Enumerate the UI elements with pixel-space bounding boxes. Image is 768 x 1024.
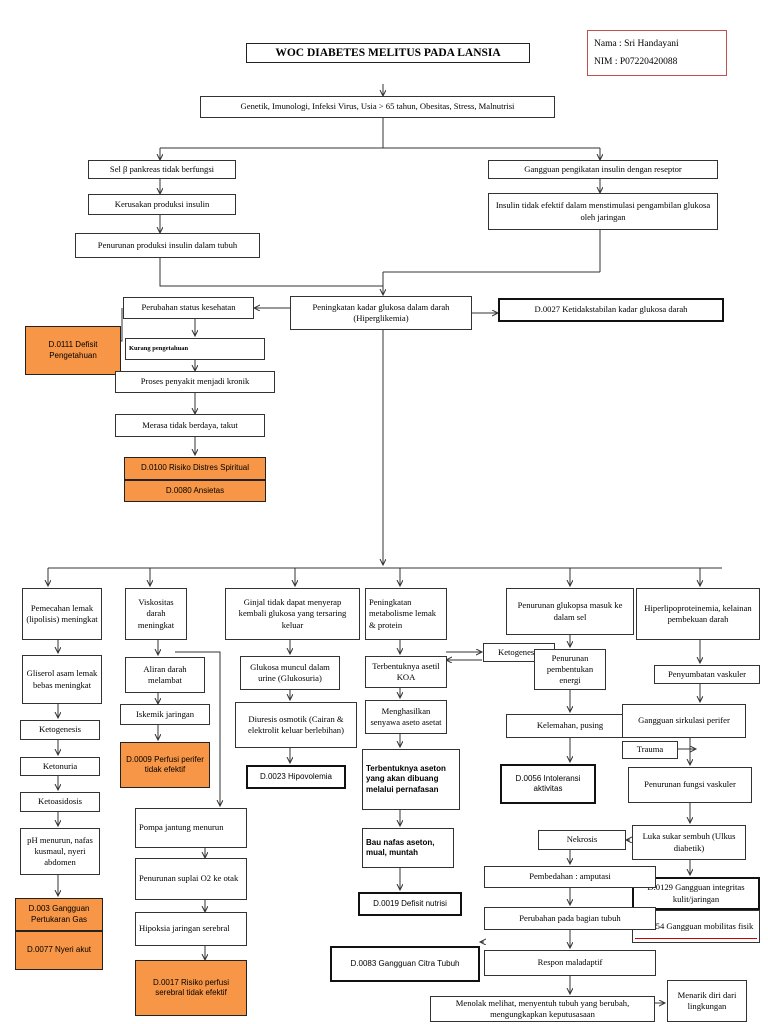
node-amputasi: Pembedahan : amputasi	[484, 866, 656, 888]
student-nim: NIM : P07220420088	[594, 57, 678, 68]
diagnosis-d0129: D.0129 Gangguan integritas kulit/jaringa…	[632, 877, 760, 910]
node-ketoasidosis: Ketoasidosis	[20, 792, 100, 812]
diagnosis-d0017: D.0017 Risiko perfusi serebral tidak efe…	[135, 960, 247, 1016]
node-energi: Penurunan pembentukan energi	[534, 649, 606, 690]
diagnosis-d0077: D.0077 Nyeri akut	[15, 931, 103, 970]
node-penurunan-insulin: Penurunan produksi insulin dalam tubuh	[75, 233, 260, 258]
node-ph-menurun: pH menurun, nafas kusmaul, nyeri abdomen	[20, 828, 100, 875]
diagnosis-d0027: D.0027 Ketidakstabilan kadar glukosa dar…	[498, 298, 724, 322]
node-sirkulasi: Gangguan sirkulasi perifer	[622, 704, 746, 738]
diagnosis-d0080: D.0080 Ansietas	[124, 480, 266, 502]
node-menarik-diri: Menarik diri dari lingkungan	[667, 980, 747, 1022]
diagnosis-d0100: D.0100 Risiko Distres Spiritual	[124, 457, 266, 480]
node-etiologi: Genetik, Imunologi, Infeksi Virus, Usia …	[200, 96, 555, 118]
node-insulin-tidak-efektif: Insulin tidak efektif dalam menstimulasi…	[488, 193, 718, 230]
node-kerusakan-insulin: Kerusakan produksi insulin	[88, 194, 236, 215]
node-hiperlipo: Hiperlipoproteinemia, kelainan pembekuan…	[636, 588, 760, 640]
node-penyumbatan: Penyumbatan vaskuler	[654, 665, 760, 684]
diagram-title: WOC DIABETES MELITUS PADA LANSIA	[246, 43, 530, 63]
node-lipolisis: Pemecahan lemak (lipolisis) meningkat	[22, 588, 102, 640]
node-ginjal: Ginjal tidak dapat menyerap kembali gluk…	[225, 588, 360, 640]
diagnosis-d0019: D.0019 Defisit nutrisi	[358, 892, 462, 916]
student-name: Nama : Sri Handayani	[594, 39, 679, 49]
node-gangguan-ikatan: Gangguan pengikatan insulin dengan resep…	[488, 160, 718, 179]
node-pompa-jantung: Pompa jantung menurun	[135, 808, 247, 848]
node-kurang-pengetahuan: Kurang pengetahuan	[125, 338, 265, 360]
node-aseto-asetat: Menghasilkan senyawa aseto asetat	[365, 700, 447, 734]
node-perubahan-tubuh: Perubahan pada bagian tubuh	[484, 907, 656, 930]
node-ketogenesis-1: Ketogenesis	[20, 720, 100, 740]
node-luka: Luka sukar sembuh (Ulkus diabetik)	[632, 825, 746, 860]
diagnosis-d0111: D.0111 Defisit Pengetahuan	[25, 326, 121, 375]
node-kronik: Proses penyakit menjadi kronik	[115, 371, 275, 393]
node-asetil-koa: Terbentuknya asetil KOA	[365, 656, 447, 688]
student-id-card: Nama : Sri Handayani NIM : P07220420088	[587, 30, 727, 76]
node-nekrosis: Nekrosis	[538, 830, 626, 850]
node-glukosuria: Glukosa muncul dalam urine (Glukosuria)	[240, 656, 340, 690]
node-sel-beta: Sel β pankreas tidak berfungsi	[88, 160, 236, 179]
node-hiperglikemia: Peningkatan kadar glukosa dalam darah (H…	[290, 296, 472, 330]
node-aseton: Terbentuknya aseton yang akan dibuang me…	[362, 749, 460, 810]
node-metabolisme: Peningkatan metabolisme lemak & protein	[365, 588, 447, 640]
node-diuresis: Diuresis osmotik (Cairan & elektrolit ke…	[235, 702, 357, 748]
diagnosis-d0009: D.0009 Perfusi perifer tidak efektif	[120, 742, 210, 788]
node-iskemik: Iskemik jaringan	[120, 704, 210, 725]
node-hipoksia: Hipoksia jaringan serebral	[135, 912, 247, 946]
node-gliserol: Gliserol asam lemak bebas meningkat	[22, 655, 102, 704]
node-tidak-berdaya: Merasa tidak berdaya, takut	[115, 414, 265, 437]
diagnosis-d0083: D.0083 Gangguan Citra Tubuh	[330, 946, 480, 982]
diagnosis-d0056: D.0056 Intoleransi aktivitas	[500, 764, 596, 804]
node-viskositas: Viskositas darah meningkat	[125, 588, 187, 640]
node-fungsi-vaskuler: Penurunan fungsi vaskuler	[628, 767, 752, 803]
node-menolak: Menolak melihat, menyentuh tubuh yang be…	[430, 996, 655, 1022]
node-glukosa-sel: Penurunan glukopsa masuk ke dalam sel	[506, 588, 634, 635]
diagnosis-d0023: D.0023 Hipovolemia	[246, 765, 346, 789]
node-trauma: Trauma	[622, 741, 678, 759]
node-suplai-o2: Penurunan suplai O2 ke otak	[135, 858, 247, 900]
node-kelemahan: Kelemahan, pusing	[506, 714, 634, 738]
node-aliran-darah: Aliran darah melambat	[125, 657, 205, 693]
node-ketonuria: Ketonuria	[20, 757, 100, 776]
node-maladaptif: Respon maladaptif	[484, 950, 656, 976]
node-bau-nafas: Bau nafas aseton, mual, muntah	[362, 828, 454, 868]
node-status-kesehatan: Perubahan status kesehatan	[123, 297, 254, 319]
diagnosis-d003: D.003 Gangguan Pertukaran Gas	[15, 898, 103, 931]
